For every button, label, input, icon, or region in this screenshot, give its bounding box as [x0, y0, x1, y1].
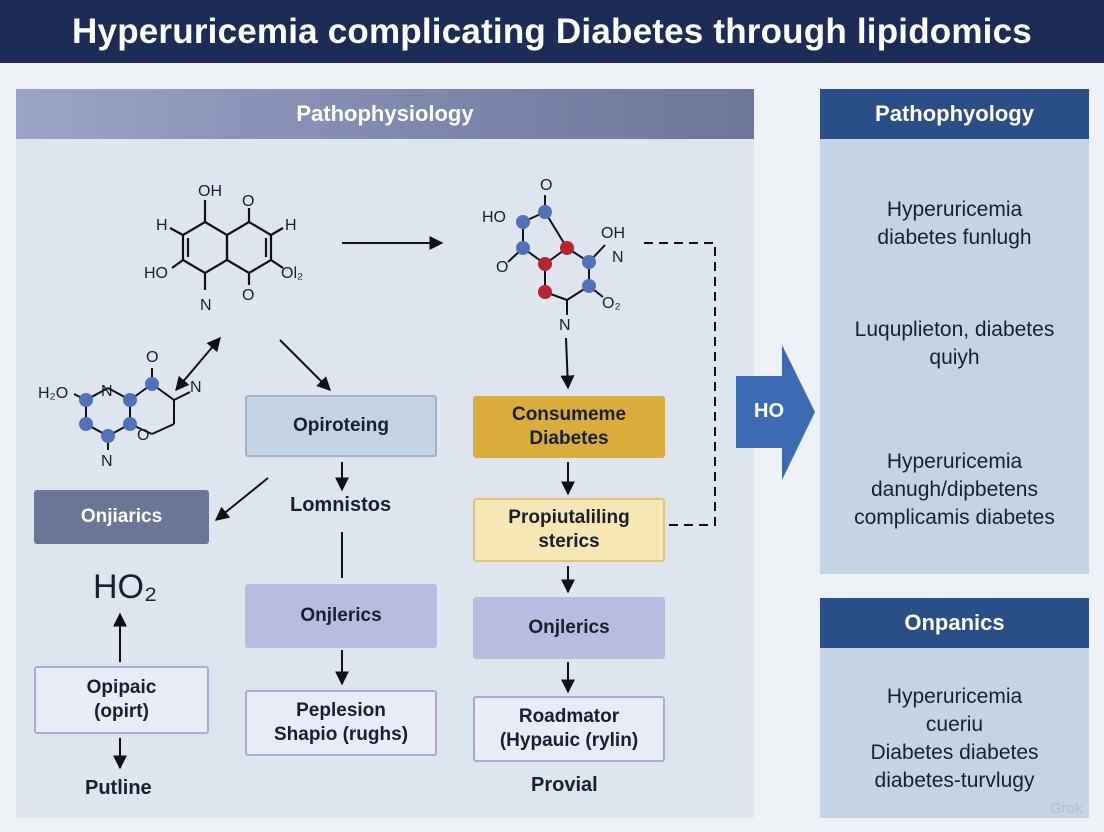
mol2-label: OH — [601, 225, 625, 242]
mol3-label: O — [137, 427, 149, 444]
node-opiroteing: Opiroteing — [245, 395, 437, 457]
mol2-label: N — [559, 317, 571, 334]
pathophysiology-header: Pathophysiology — [16, 89, 754, 139]
node-onjiarics: Onjiarics — [34, 490, 209, 544]
dashed-connector — [644, 242, 716, 526]
mol3-label: H₂O — [38, 385, 68, 402]
mol1-label: H — [285, 217, 297, 234]
mol1-label: HO — [144, 265, 168, 282]
node-consumeme-diabetes: Consumeme Diabetes — [473, 396, 665, 458]
big-arrow-label: HO — [754, 400, 784, 422]
mol2-label: HO — [482, 209, 506, 226]
mol1-label: O — [242, 287, 254, 304]
label-provial: Provial — [531, 774, 598, 796]
molecule-2: O HO OH N O N O₂ — [482, 177, 625, 334]
mol1-label: Ol₂ — [281, 265, 303, 282]
node-peplesion: Peplesion Shapio (rughs) — [245, 690, 437, 756]
h2o-large-label: HO₂ — [93, 568, 158, 606]
node-propiutaliling-sterics: Propiutaliling sterics — [473, 498, 665, 562]
pathophyology-header: Pathophyology — [820, 89, 1089, 139]
pathophyology-panel — [820, 89, 1089, 574]
mol2-label: N — [612, 249, 624, 266]
mol3-label: N — [101, 453, 113, 470]
node-onjlerics-right: Onjlerics — [473, 597, 665, 659]
page-title: Hyperuricemia complicating Diabetes thro… — [0, 0, 1104, 63]
watermark: Grok — [1050, 800, 1083, 817]
mol3-label: N — [190, 379, 202, 396]
node-opipaic: Opipaic (opirt) — [34, 666, 209, 734]
big-blue-arrow — [736, 345, 815, 480]
onpanics-text: Hyperuricemia cueriu Diabetes diabetes d… — [870, 685, 1039, 792]
molecule-1 — [169, 200, 284, 290]
mol1-label: O — [242, 193, 254, 210]
mol1-label: OH — [198, 183, 222, 200]
mol3-label: O — [146, 349, 158, 366]
label-lomnistos: Lomnistos — [290, 494, 392, 516]
molecule-1-labels: OH H O H HO N O Ol₂ — [144, 183, 303, 314]
label-putline: Putline — [85, 777, 152, 799]
onpanics-header: Onpanics — [820, 598, 1089, 648]
side-text-1: Hyperuricemia diabetes funlugh — [877, 198, 1032, 249]
side-text-2: Luquplieton, diabetes quiyh — [854, 318, 1055, 369]
molecule-3: O H₂O N N O N — [38, 349, 202, 470]
mol2-label: O₂ — [602, 295, 621, 312]
mol2-label: O — [496, 259, 508, 276]
mol2-label: O — [540, 177, 552, 194]
side-text-3: Hyperuricemia danugh/dipbetens complicam… — [854, 450, 1055, 529]
flow-arrows — [113, 236, 575, 770]
mol1-label: N — [200, 297, 212, 314]
node-onjlerics-mid: Onjlerics — [245, 584, 437, 648]
mol1-label: H — [156, 217, 168, 234]
mol3-label: N — [101, 383, 113, 400]
node-roadmator: Roadmator (Hypauic (rylin) — [473, 696, 665, 762]
